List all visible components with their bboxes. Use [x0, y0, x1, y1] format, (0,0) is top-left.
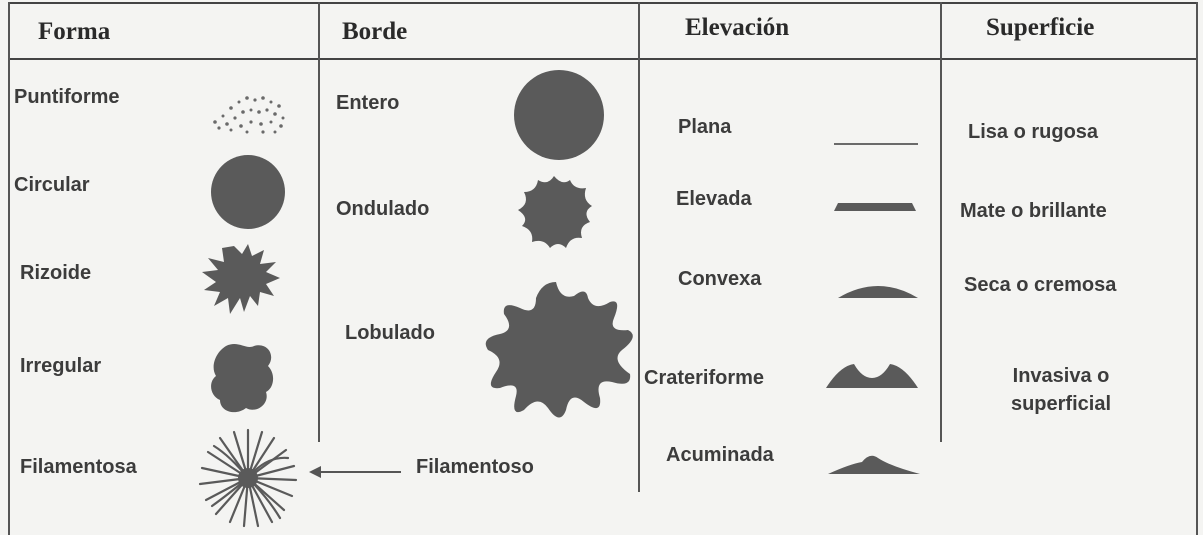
- right-border: [1196, 2, 1198, 535]
- borde-label-ondulado: Ondulado: [336, 198, 430, 220]
- puntiforme-dots-icon: [213, 96, 285, 134]
- column-divider-3: [940, 2, 942, 442]
- forma-label-circular: Circular: [14, 174, 90, 196]
- table-top-border: [8, 2, 1198, 4]
- borde-label-lobulado: Lobulado: [345, 322, 435, 344]
- column-divider-2: [638, 2, 640, 492]
- lobulado-colony-icon: [485, 282, 633, 418]
- crateriforme-profile-icon: [826, 364, 918, 388]
- header-forma: Forma: [38, 18, 111, 45]
- elevacion-label-plana: Plana: [678, 116, 732, 138]
- forma-label-filamentosa: Filamentosa: [20, 456, 137, 478]
- plana-profile-icon: [834, 143, 918, 145]
- superficie-label-lisa: Lisa o rugosa: [968, 121, 1099, 143]
- left-border: [8, 2, 10, 535]
- header-borde: Borde: [342, 18, 408, 45]
- superficie-label-invasiva: Invasiva o superficial: [1010, 365, 1112, 415]
- borde-label-entero: Entero: [336, 92, 400, 114]
- elevacion-label-elevada: Elevada: [676, 188, 752, 210]
- forma-label-rizoide: Rizoide: [20, 262, 92, 284]
- elevacion-label-convexa: Convexa: [678, 268, 762, 290]
- elevacion-label-crateriforme: Crateriforme: [644, 367, 765, 389]
- superficie-label-seca: Seca o cremosa: [964, 274, 1117, 296]
- arrow-icon: [309, 466, 401, 478]
- ondulado-colony-icon: [518, 176, 592, 248]
- circular-colony-icon: [211, 155, 285, 229]
- irregular-colony-icon: [211, 344, 274, 413]
- superficie-label-mate: Mate o brillante: [960, 200, 1107, 222]
- entero-colony-icon: [514, 70, 604, 160]
- borde-label-filamentoso: Filamentoso: [416, 456, 534, 478]
- forma-label-irregular: Irregular: [20, 355, 102, 377]
- forma-label-puntiforme: Puntiforme: [14, 86, 120, 108]
- rizoide-colony-icon: [202, 244, 280, 314]
- column-divider-1: [318, 2, 320, 442]
- convexa-profile-icon: [838, 286, 918, 298]
- filamentosa-colony-icon: [198, 428, 298, 528]
- header-divider: [8, 58, 1198, 60]
- elevada-profile-icon: [834, 203, 916, 211]
- header-elevacion: Elevación: [685, 14, 790, 41]
- elevacion-label-acuminada: Acuminada: [666, 444, 774, 466]
- acuminada-profile-icon: [828, 455, 920, 474]
- header-superficie: Superficie: [986, 14, 1095, 41]
